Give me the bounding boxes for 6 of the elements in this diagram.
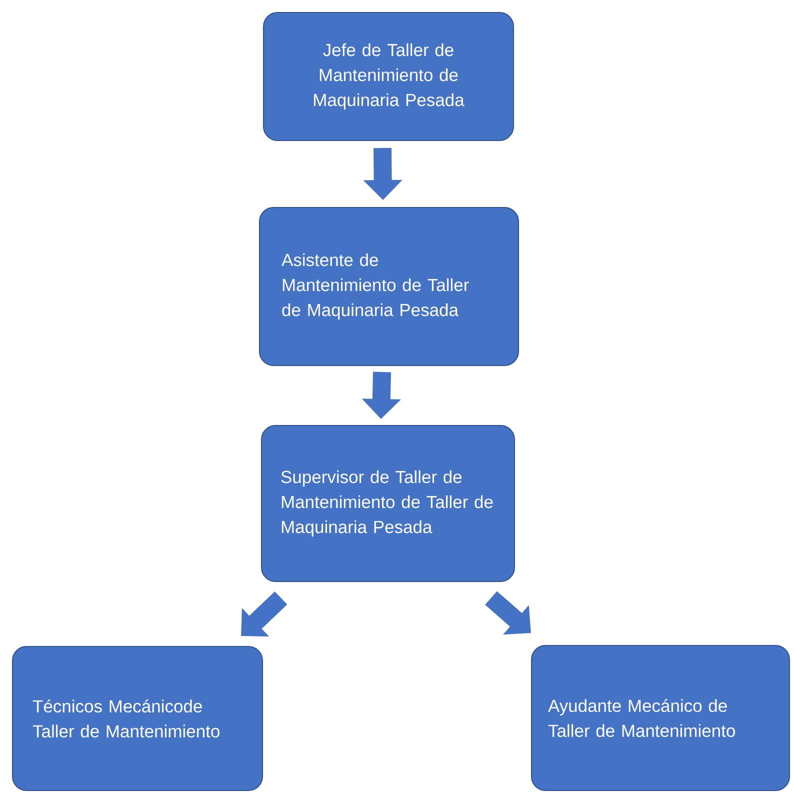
org-box: Jefe de Taller de Mantenimiento de Maquinaria Pesada — [263, 12, 514, 141]
org-box: Asistente de Mantenimiento de Taller de Maquinaria Pesada — [259, 207, 519, 366]
block-arrow — [241, 591, 288, 636]
org-box: Ayudante Mecánico de Taller de Mantenimiento — [531, 645, 790, 791]
org-box: Técnicos Mecánicode Taller de Mantenimiento — [12, 646, 263, 791]
org-box: Supervisor de Taller de Mantenimiento de Taller de Maquinaria Pesada — [261, 425, 515, 582]
